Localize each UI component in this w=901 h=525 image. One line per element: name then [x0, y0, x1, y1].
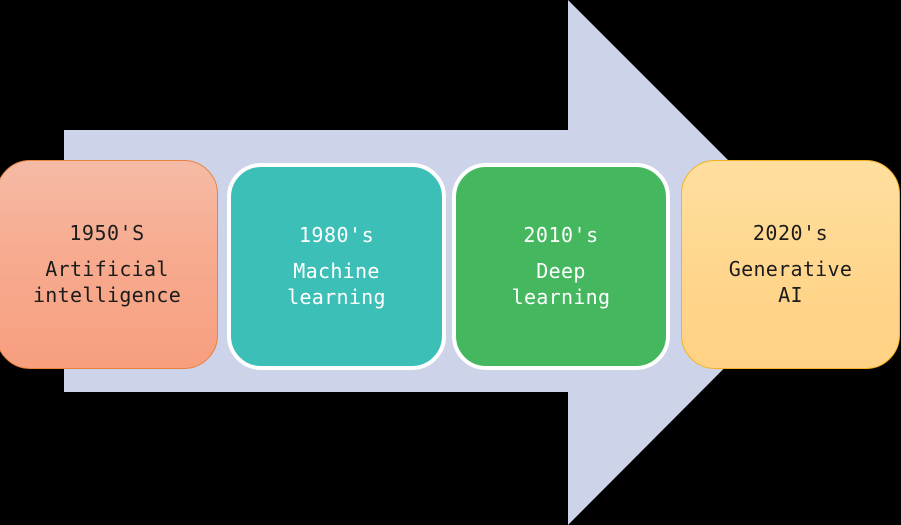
stage-card-deep-learning[interactable]: 2010's Deep learning — [452, 163, 670, 370]
stage-name-label: Generative AI — [728, 257, 853, 307]
arrow-shape — [64, 0, 830, 525]
stage-era-label: 2010's — [523, 222, 599, 247]
stage-name-label: Artificial intelligence — [32, 257, 182, 307]
stage-era-label: 1980's — [298, 222, 375, 247]
stage-name-label: Machine learning — [287, 259, 386, 309]
stage-card-generative-ai[interactable]: 2020's Generative AI — [681, 160, 900, 369]
stage-name-label: Deep learning — [511, 259, 611, 309]
stage-era-label: 2020's — [752, 220, 829, 245]
stage-card-artificial-intelligence[interactable]: 1950'S Artificial intelligence — [0, 160, 218, 369]
stage-era-label: 1950'S — [69, 220, 145, 245]
stage-card-machine-learning[interactable]: 1980's Machine learning — [227, 163, 446, 370]
